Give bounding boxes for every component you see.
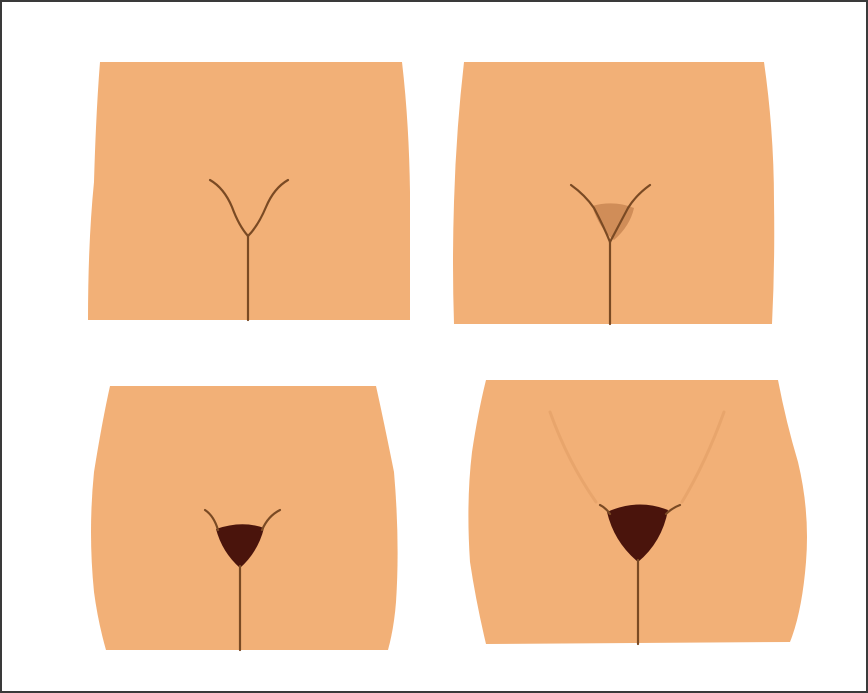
torso-silhouette [453, 62, 774, 324]
stage-panel-3 [91, 386, 398, 650]
stage-panel-4 [468, 380, 807, 644]
stage-panel-1 [88, 62, 410, 320]
stage-panel-2 [453, 62, 774, 324]
torso-silhouette [91, 386, 398, 650]
